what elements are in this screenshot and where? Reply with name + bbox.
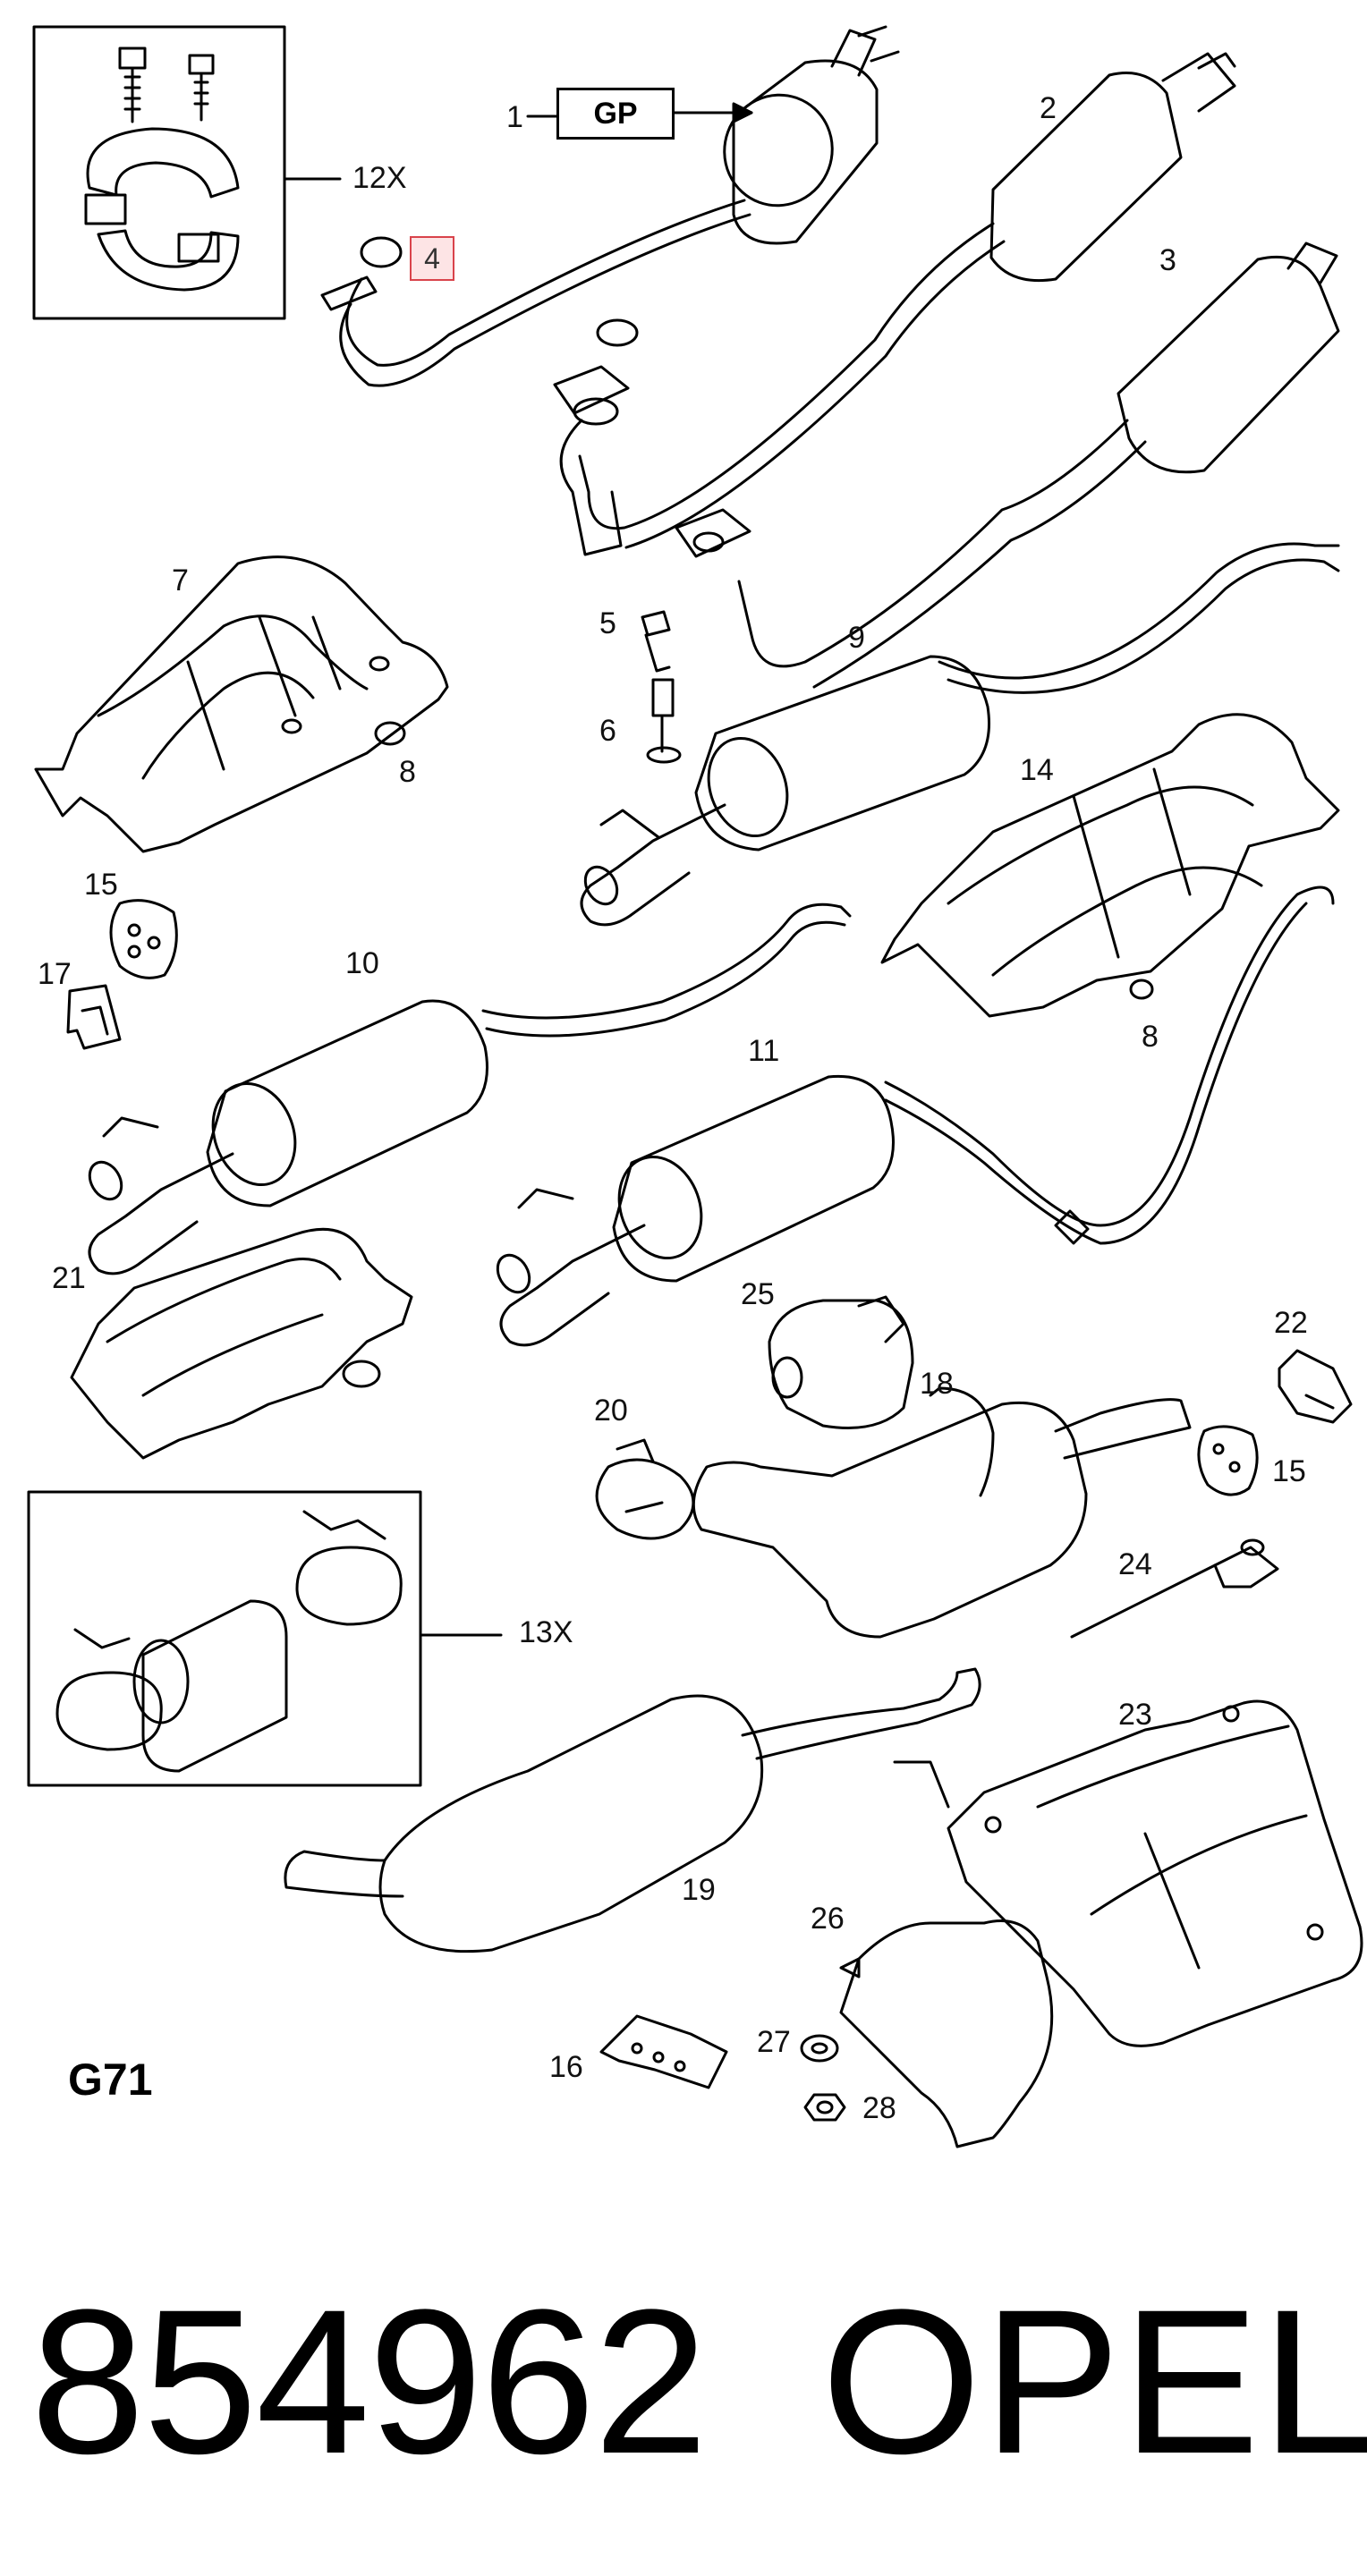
nut-28 [803, 2093, 846, 2122]
rear-silencer-9 [580, 542, 1340, 927]
clamp-20 [595, 1438, 695, 1540]
pipe-clamp-icon [84, 127, 240, 292]
part-label-2[interactable]: 2 [1040, 91, 1057, 125]
part-label-7[interactable]: 7 [172, 564, 189, 597]
clip-17 [66, 984, 122, 1050]
part-label-15b[interactable]: 15 [1272, 1454, 1306, 1488]
part-label-9[interactable]: 9 [848, 621, 865, 655]
part-label-20[interactable]: 20 [594, 1394, 628, 1428]
pipe-clamp-right-icon [295, 1510, 403, 1626]
part-label-18[interactable]: 18 [920, 1367, 954, 1401]
part-label-6[interactable]: 6 [599, 714, 616, 748]
part-label-12x[interactable]: 12X [352, 161, 407, 195]
part-4-mount-icon [360, 236, 403, 268]
brand-name: OPEL [821, 2267, 1367, 2496]
rubber-ring-15b [1197, 1425, 1259, 1496]
bolt-6 [646, 678, 682, 764]
heat-shield-14 [880, 713, 1340, 1018]
catalytic-converter-pipe [553, 52, 1236, 556]
part-label-8[interactable]: 8 [399, 755, 416, 789]
part-label-24[interactable]: 24 [1118, 1547, 1152, 1581]
part-label-23[interactable]: 23 [1118, 1698, 1152, 1732]
part-label-26[interactable]: 26 [811, 1902, 845, 1936]
rivet-24 [1070, 1538, 1279, 1639]
strap-26 [839, 1760, 1054, 2148]
rear-silencer-18 [692, 1386, 1192, 1639]
washer-27 [800, 2034, 839, 2063]
group-code: G71 [68, 2055, 153, 2105]
inset-box-13x [27, 1490, 503, 1787]
bracket-22 [1278, 1349, 1353, 1424]
highlighted-part-4-label[interactable]: 4 [410, 236, 454, 281]
nut-21-icon [342, 1360, 381, 1388]
part-label-16[interactable]: 16 [549, 2050, 583, 2084]
nut-8-icon [374, 721, 406, 746]
part-label-19[interactable]: 19 [682, 1873, 716, 1907]
heat-shield-23 [947, 1699, 1363, 2047]
part-label-5[interactable]: 5 [599, 606, 616, 640]
heat-shield-21 [70, 1227, 413, 1460]
part-label-13x[interactable]: 13X [519, 1615, 573, 1649]
inset-box-12x [32, 25, 342, 320]
part-label-25[interactable]: 25 [741, 1277, 775, 1311]
part-label-15[interactable]: 15 [84, 868, 118, 902]
part-label-27[interactable]: 27 [757, 2025, 791, 2059]
nut-8b-icon [1129, 979, 1154, 1000]
rubber-hanger-5 [641, 610, 671, 673]
rubber-bracket-16 [599, 2014, 728, 2089]
silencer-10 [88, 902, 852, 1275]
part-label-11[interactable]: 11 [748, 1034, 780, 1068]
gp-callout-box[interactable]: GP [556, 88, 675, 140]
part-label-22[interactable]: 22 [1274, 1306, 1308, 1340]
heat-shield-7 [34, 555, 449, 853]
intermediate-pipe-with-converter [675, 242, 1340, 689]
part-label-17[interactable]: 17 [38, 957, 72, 991]
part-label-28[interactable]: 28 [862, 2091, 896, 2125]
clamp-bolt-icon [118, 47, 215, 123]
front-pipe-with-silencer [320, 25, 900, 387]
part-label-1[interactable]: 1 [506, 100, 523, 134]
part-label-8b[interactable]: 8 [1142, 1020, 1159, 1054]
part-number: 854962 [30, 2267, 708, 2496]
part-label-3[interactable]: 3 [1159, 243, 1176, 277]
rubber-buffer-25 [768, 1295, 914, 1429]
part-label-14[interactable]: 14 [1020, 753, 1054, 787]
pipe-coupler-icon [132, 1599, 288, 1773]
rubber-ring-15 [109, 899, 178, 979]
part-label-10[interactable]: 10 [345, 946, 379, 980]
silencer-19 [284, 1667, 981, 1953]
rear-silencer-11 [496, 886, 1335, 1347]
part-label-21[interactable]: 21 [52, 1261, 86, 1295]
pipe-clamp-left-icon [55, 1628, 163, 1751]
